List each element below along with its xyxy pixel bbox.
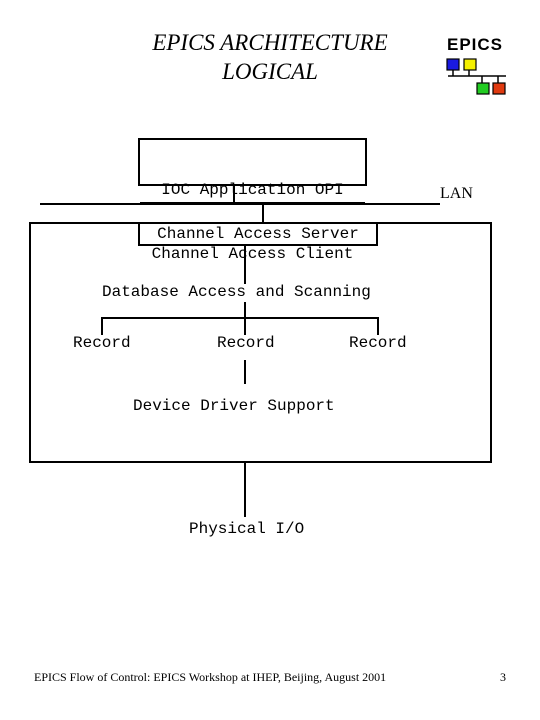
channel-access-server-box: Channel Access Server (138, 222, 378, 246)
record-2-connector (244, 317, 246, 335)
lan-line (40, 203, 440, 205)
record-3-label: Record (349, 334, 407, 352)
footer-text: EPICS Flow of Control: EPICS Workshop at… (34, 670, 387, 684)
record-1-label: Record (73, 334, 131, 352)
opi-client-box: IOC Application OPI Channel Access Clien… (138, 138, 367, 263)
database-access-label: Database Access and Scanning (102, 283, 371, 301)
physical-io-connector (244, 462, 246, 517)
lan-label: LAN (440, 185, 473, 202)
physical-io-label: Physical I/O (189, 520, 305, 538)
logo-square-blue (446, 58, 460, 71)
logo-square-yellow (463, 58, 477, 71)
logo-square-green (476, 82, 490, 95)
server-db-connector (244, 246, 246, 284)
record-driver-connector (244, 360, 246, 384)
db-records-connector (244, 302, 246, 318)
record-3-connector (377, 317, 379, 335)
records-bus-line (101, 317, 379, 319)
channel-access-client-label: Channel Access Client (151, 245, 354, 263)
title-line-2: LOGICAL (222, 59, 318, 84)
lan-server-connector (262, 204, 264, 224)
title-line-1: EPICS ARCHITECTURE (152, 30, 388, 55)
device-driver-label: Device Driver Support (133, 397, 335, 415)
epics-logo-text: EPICS (447, 35, 504, 54)
page-number: 3 (500, 670, 506, 684)
epics-logo-icon (446, 58, 506, 95)
record-2-label: Record (217, 334, 275, 352)
record-1-connector (101, 317, 103, 335)
logo-square-red (492, 82, 506, 95)
opi-label: IOC Application OPI (140, 180, 365, 204)
page-title: EPICS ARCHITECTURE LOGICAL (100, 28, 440, 86)
opi-lan-connector (233, 186, 235, 204)
